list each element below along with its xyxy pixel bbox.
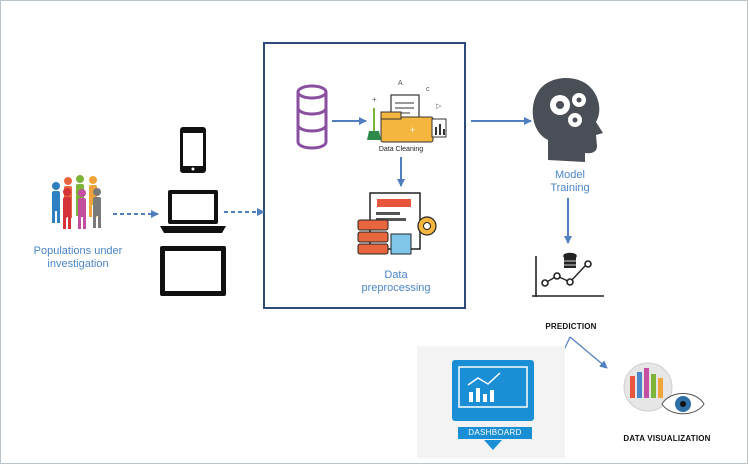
database-icon bbox=[296, 84, 328, 150]
data-visualization-label: DATA VISUALIZATION bbox=[623, 434, 711, 443]
data-cleaning-label: Data Cleaning bbox=[378, 146, 424, 153]
dashboard-label: DASHBOARD bbox=[468, 428, 522, 437]
tablet-icon bbox=[160, 246, 226, 296]
preprocessing-box bbox=[263, 42, 466, 309]
svg-text:▷: ▷ bbox=[436, 103, 442, 110]
prediction-label: PREDICTION bbox=[545, 322, 597, 331]
svg-text:c: c bbox=[426, 86, 430, 93]
dashboard-icon bbox=[452, 360, 534, 450]
populations-label: Populations under investigation bbox=[33, 245, 123, 270]
smartphone-icon bbox=[180, 127, 206, 173]
data-preprocessing-icon bbox=[357, 192, 437, 255]
data-visualization-icon bbox=[623, 362, 705, 415]
laptop-icon bbox=[160, 190, 226, 233]
data-cleaning-icon: A c ▷ + + bbox=[367, 80, 447, 143]
brain-gears-icon bbox=[532, 77, 603, 162]
data-preprocessing-label: Data preprocessing bbox=[361, 269, 431, 294]
svg-text:+: + bbox=[410, 125, 415, 135]
svg-text:A: A bbox=[398, 80, 403, 87]
model-training-label: Model Training bbox=[550, 169, 590, 194]
people-icon bbox=[52, 175, 101, 229]
svg-text:+: + bbox=[372, 95, 377, 104]
prediction-chart-icon bbox=[532, 252, 604, 297]
